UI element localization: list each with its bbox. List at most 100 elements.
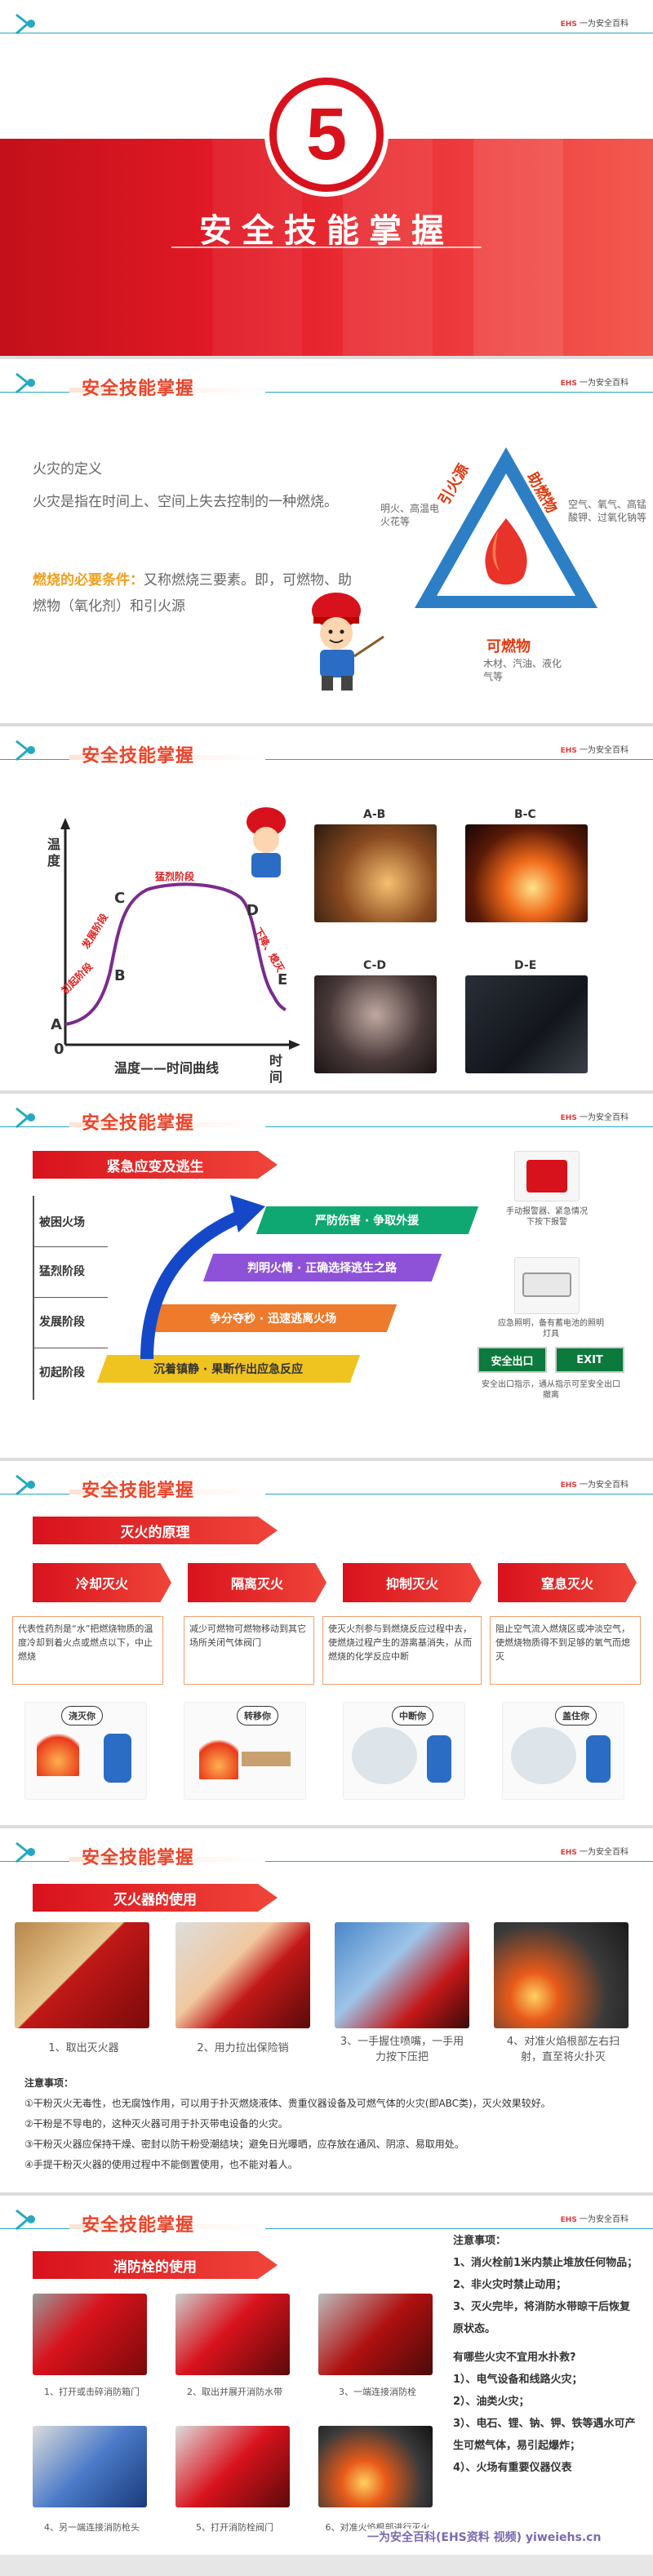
y-axis-label: 温度 [47,837,61,868]
point-d: D [247,902,259,919]
extinguisher-step4-photo [494,1922,629,2028]
hydrant-step2: 2、取出并展开消防水带 [187,2387,282,2397]
emergency-light-caption: 应急照明，备有蓄电池的照明灯具 [498,1319,604,1339]
fire-photo-de [465,975,588,1073]
logo-icon [16,13,35,35]
desc-smothering: 阻止空气流入燃烧区或冲淡空气，使燃烧物质得不到足够的氧气而熄灭 [490,1616,641,1685]
hydrant-step2-photo [175,2294,290,2375]
exit-sign-caption: 安全出口指示，通从指示可至安全出口撤离 [482,1380,620,1400]
point-c: C [114,890,126,907]
point-a: A [51,1016,62,1033]
stage-fierce: 猛烈阶段 [39,1265,85,1278]
section-title: 安全技能掌握 [82,379,195,399]
hydrant-step3: 3、一端连接消防栓 [339,2387,416,2397]
extinguisher-step1: 1、取出灭火器 [48,2042,119,2054]
logo-icon [16,1474,35,1496]
bubble-cooling: 浇灭你 [61,1706,103,1725]
triangle-bottom-label: 可燃物 [486,638,531,655]
fire-photo-cd [314,975,437,1073]
temperature-time-curve [60,818,300,1050]
triangle-note-left: 明火、高温电火花等 [380,503,440,527]
exit-sign-cn: 安全出口 [478,1347,547,1373]
brand-logo: EHS 一为安全百科 [560,1848,629,1857]
fire-triangle-diagram [415,447,597,608]
method-cooling: 冷却灭火 [33,1563,171,1602]
emergency-light-photo [514,1257,580,1314]
x-axis-end-label: 时间 [269,1053,283,1085]
extinguisher-step3-photo [335,1922,469,2028]
extinguisher-step2-photo [175,1922,310,2028]
logo-icon [16,1107,35,1129]
manual-alarm-photo [514,1151,580,1201]
logo-icon [16,1841,35,1863]
hydrant-note-2: 2、非火灾时禁止动用； [453,2279,567,2291]
firefighter-mascot-icon [312,593,384,691]
hydrant-notes: 注意事项： 1、消火栓前1米内禁止堆放任何物品； 2、非火灾时禁止动用； 3、灭… [453,2230,641,2479]
logo-icon [16,372,35,394]
desc-cooling: 代表性药剂是“水”把燃烧物质的温度冷却到着火点或燃点以下，中止燃烧 [12,1616,163,1685]
water-question-title: 有哪些火灾不宜用水扑救? [453,2352,576,2364]
photo-label-cd: C-D [363,959,387,972]
definition-text: 火灾是指在时间上、空间上失去控制的一种燃烧。 [33,494,338,510]
cover-title: 安全技能掌握 [199,212,454,250]
hydrant-notes-title: 注意事项： [453,2235,507,2247]
manual-alarm-caption: 手动报警器、紧急情况下按下报警 [506,1207,588,1227]
notes-title: 注意事项： [24,2077,74,2089]
condition-text: 燃烧的必要条件：又称燃烧三要素。即，可燃物、助燃物（氧化剂）和引火源 [33,572,352,615]
fire-photo-bc [465,824,588,922]
note-3: ③干粉灭火器应保持干燥、密封以防干粉受潮结块；避免日光曝晒，应存放在通风、阴凉、… [24,2139,464,2150]
stage-initial: 初起阶段 [39,1366,85,1379]
origin-label: 0 [54,1041,64,1058]
water-item-2: 2）、油类火灾； [453,2396,530,2408]
footer-watermark: 一为安全百科(EHS资料 视频) yiweiehs.cn [367,2529,602,2545]
cover-slide: EHS 一为安全百科 5 安全技能掌握 [0,0,653,359]
section-title: 安全技能掌握 [82,746,195,766]
method-isolation: 隔离灭火 [188,1563,326,1602]
hydrant-step3-photo [318,2294,433,2375]
escape-tag: 紧急应变及逃生 [33,1151,278,1179]
brand-logo: EHS 一为安全百科 [560,20,629,29]
extinguisher-step3: 3、一手握住喷嘴，一手用力按下压把 [340,2036,464,2063]
section-title: 安全技能掌握 [82,1481,195,1501]
photo-label-bc: B-C [514,808,536,821]
stage-fierce-label: 猛烈阶段 [155,871,195,882]
fire-photo-ab [314,824,437,922]
slide-hydrant: 安全技能掌握 EHS 一为安全百科 消防栓的使用 1、打开或击碎消防箱门 2、取… [0,2196,653,2555]
note-4: ④手提干粉灭火器的使用过程中不能倒置使用，也不能对着人。 [24,2159,298,2170]
triangle-note-bottom: 木材、汽油、液化气等 [483,658,562,682]
bubble-suppression: 中断你 [392,1706,433,1725]
slide-escape: 安全技能掌握 EHS 一为安全百科 紧急应变及逃生 被困火场 猛烈阶段 发展阶段… [0,1094,653,1461]
note-1: ①干粉灭火无毒性，也无腐蚀作用，可以用于扑灭燃烧液体、贵重仪器设备及可燃气体的火… [24,2098,551,2109]
hydrant-note-1: 1、消火栓前1米内禁止堆放任何物品； [453,2257,638,2269]
extinguisher-step1-photo [15,1922,149,2028]
stage-ladder: 被困火场 猛烈阶段 发展阶段 初起阶段 [33,1196,108,1400]
water-item-3: 3）、电石、锂、钠、钾、铁等遇水可产生可燃气体，易引起爆炸； [453,2418,636,2452]
water-item-4: 4）、火场有重要仪器仪表 [453,2462,572,2474]
slide-fire-definition: 安全技能掌握 EHS 一为安全百科 火灾的定义 火灾是指在时间上、空间上失去控制… [0,359,653,726]
hydrant-step4-photo [33,2426,147,2507]
point-e: E [278,971,288,988]
escape-arrow-icon [140,1195,265,1360]
desc-isolation: 减少可燃物可燃物移动到其它场所关闭气体阀门 [184,1616,314,1685]
photo-label-ab: A-B [363,808,386,821]
note-2: ②干粉是不导电的，这种灭火器可用于扑灭带电设备的火灾。 [24,2118,288,2130]
triangle-note-right: 空气、氧气、高锰酸钾、过氧化钠等 [568,499,647,523]
condition-label: 燃烧的必要条件： [33,572,144,588]
brand-logo: EHS 一为安全百科 [560,1481,629,1490]
stage-trapped: 被困火场 [39,1216,85,1229]
brand-logo: EHS 一为安全百科 [560,2215,629,2224]
desc-suppression: 使灭火剂参与到燃烧反应过程中去，使燃烧过程产生的游离基消失，从而燃烧的化学反应中… [322,1616,482,1685]
firefighter-mascot-icon [247,807,286,877]
hydrant-step4: 4、另一端连接消防枪头 [44,2522,140,2533]
exit-sign-en: EXIT [555,1347,624,1373]
cover-number-circle: 5 [269,78,384,192]
definition-title: 火灾的定义 [33,461,102,477]
cartoon-suppression [343,1702,465,1800]
section-title: 安全技能掌握 [82,1848,195,1868]
bubble-isolation: 转移你 [237,1706,278,1725]
logo-icon [16,739,35,762]
x-axis-label: 温度——时间曲线 [114,1060,220,1076]
step-4: 严防伤害 · 争取外援 [255,1206,479,1234]
method-smothering: 窒息灭火 [498,1563,637,1602]
slide-extinguisher: 安全技能掌握 EHS 一为安全百科 灭火器的使用 1、取出灭火器 2、用力拉出保… [0,1828,653,2196]
